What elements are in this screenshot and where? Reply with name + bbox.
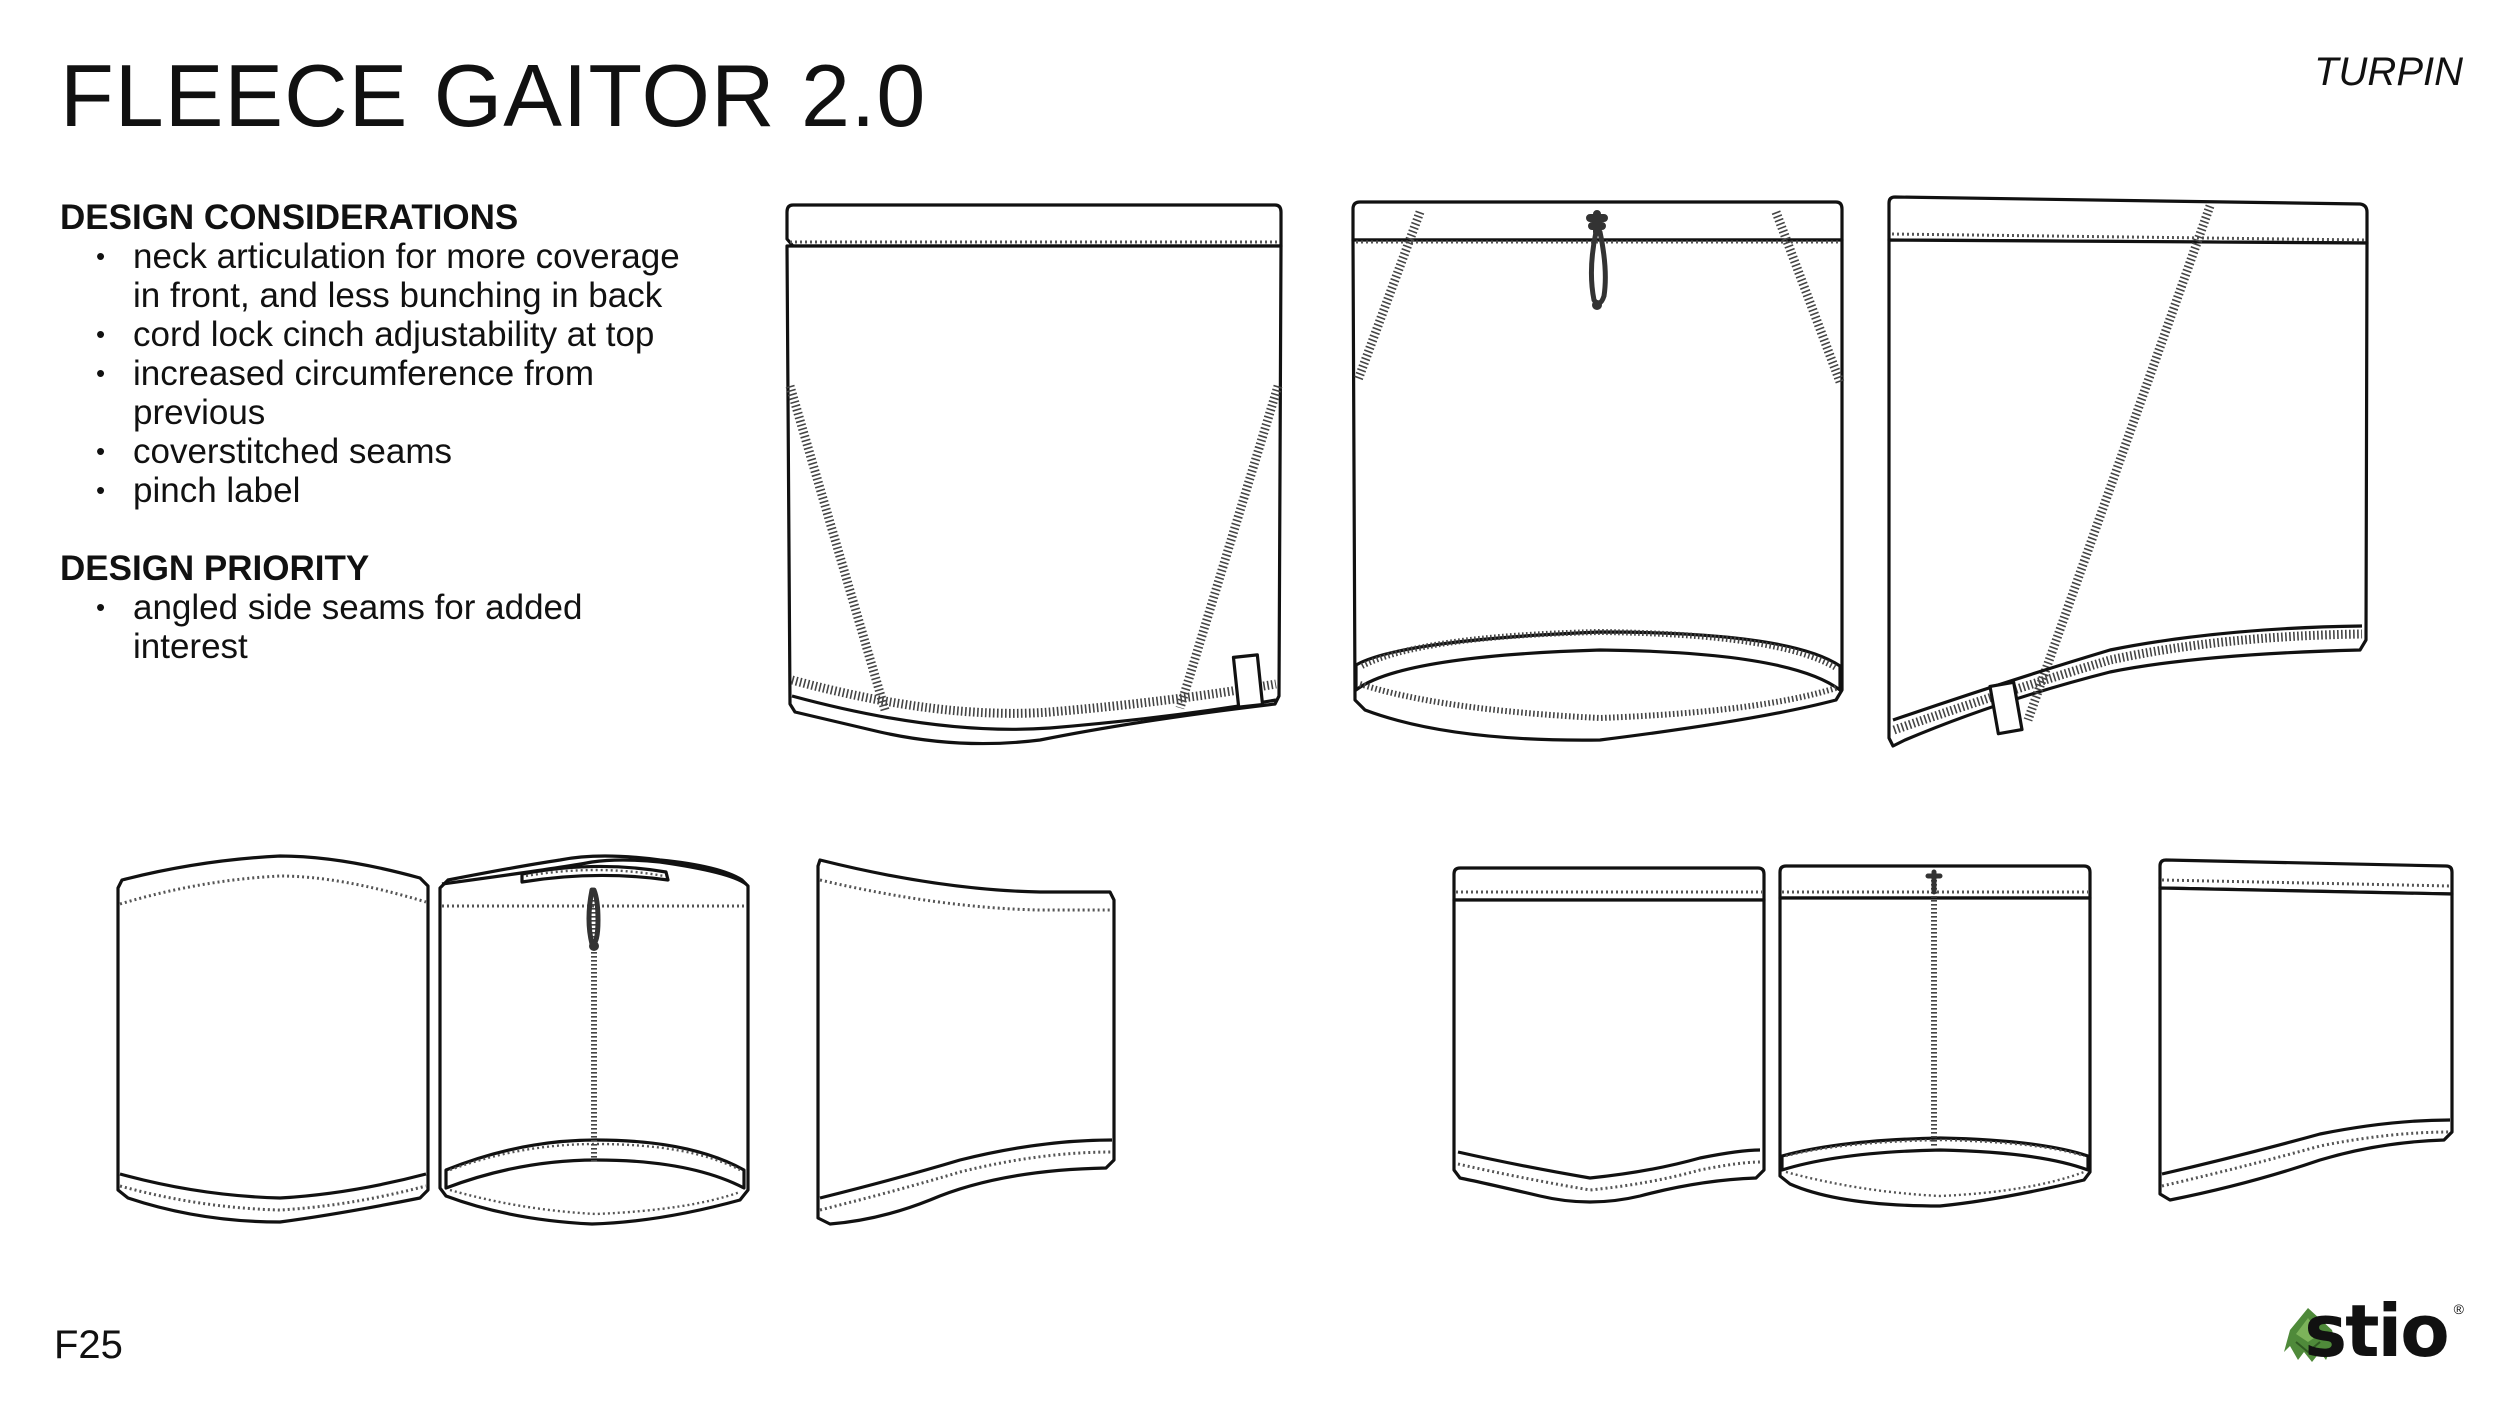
design-considerations-heading: DESIGN CONSIDERATIONS — [60, 198, 519, 237]
sketch-flat-front-angled-seams — [785, 203, 1283, 746]
list-item: cord lock cinch adjustability at top — [60, 315, 700, 354]
sketch-alt-back-cordlock — [1778, 864, 2092, 1208]
list-item: coverstitched seams — [60, 432, 700, 471]
list-item: increased circumference from previous — [60, 354, 700, 432]
design-priority-heading: DESIGN PRIORITY — [60, 549, 370, 588]
list-item: angled side seams for added interest — [60, 588, 700, 666]
list-item: pinch label — [60, 471, 700, 510]
list-item: neck articulation for more coverage in f… — [60, 237, 700, 315]
sketch-flat-back-cordlock — [1351, 200, 1845, 742]
design-considerations-list: neck articulation for more coverage in f… — [60, 237, 700, 510]
sketch-previous-front — [116, 854, 430, 1224]
design-priority-list: angled side seams for added interest — [60, 588, 700, 666]
page-title: FLEECE GAITOR 2.0 — [60, 46, 927, 145]
sketch-flat-side-angled-seam — [1887, 195, 2369, 748]
design-notes: DESIGN CONSIDERATIONS neck articulation … — [60, 198, 700, 705]
designer-name: TURPIN — [2314, 50, 2463, 94]
season-code: F25 — [54, 1323, 123, 1367]
stio-pinecone-icon — [2284, 1308, 2338, 1362]
sketch-previous-back-cordlock — [438, 854, 750, 1226]
sketch-alt-side — [2158, 858, 2454, 1202]
brand-logo: stio ® — [2304, 1295, 2464, 1367]
trademark-icon: ® — [2453, 1301, 2464, 1317]
sketch-previous-side — [816, 858, 1116, 1226]
brand-wordmark: stio — [2304, 1289, 2449, 1373]
sketch-alt-front — [1452, 866, 1766, 1204]
